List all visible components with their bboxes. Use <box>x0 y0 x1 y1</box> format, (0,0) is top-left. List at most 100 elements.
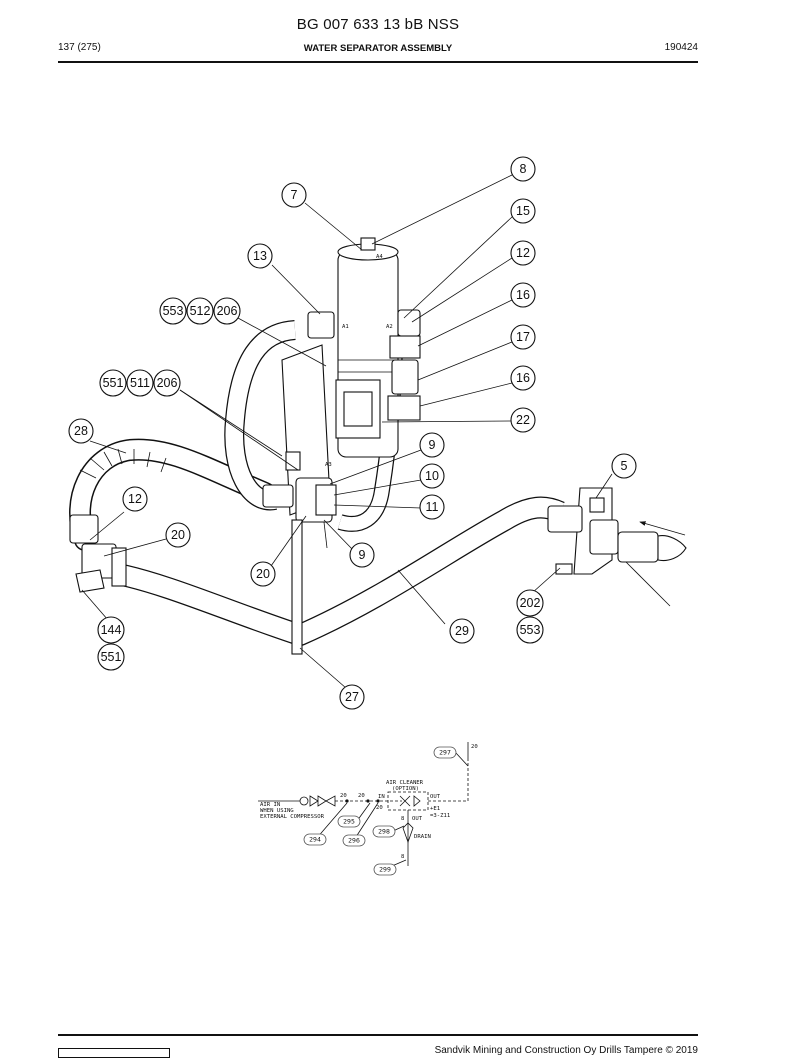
air-cleaner-label: AIR CLEANER <box>386 780 424 786</box>
svg-text:16: 16 <box>516 288 530 302</box>
callout-8: 8 <box>510 156 536 182</box>
svg-text:296: 296 <box>348 837 360 845</box>
svg-text:202: 202 <box>520 596 541 610</box>
svg-text:11: 11 <box>426 500 439 514</box>
svg-text:10: 10 <box>425 469 439 483</box>
pneumatic-schematic: AIR IN WHEN USING EXTERNAL COMPRESSOR 20… <box>258 742 478 876</box>
callout-206-top: 206 <box>213 297 241 325</box>
document-title: BG 007 633 13 bB NSS <box>296 16 460 33</box>
callout-9-upper: 9 <box>419 432 445 458</box>
callout-551-lower: 551 <box>97 643 125 671</box>
callout-202: 202 <box>516 589 544 617</box>
air-in-when-using: WHEN USING <box>260 808 294 814</box>
svg-text:9: 9 <box>359 548 366 562</box>
svg-text:16: 16 <box>516 371 530 385</box>
designation-z11: =3-Z11 <box>430 813 450 819</box>
size-8-b: 8 <box>401 854 405 860</box>
svg-text:12: 12 <box>128 492 142 506</box>
svg-text:144: 144 <box>101 623 122 637</box>
callout-551-top: 551 <box>99 369 127 397</box>
mark-a3: A3 <box>325 462 332 468</box>
out-label: OUT <box>430 794 441 800</box>
svg-text:15: 15 <box>516 204 530 218</box>
size-20-c: 20 <box>376 805 383 811</box>
svg-text:206: 206 <box>217 304 238 318</box>
footer-copyright: Sandvik Mining and Construction Oy Drill… <box>434 1045 698 1056</box>
svg-text:512: 512 <box>190 304 211 318</box>
tag-295: 295 <box>337 815 361 828</box>
callout-144: 144 <box>97 616 125 644</box>
page-number: 137 (275) <box>58 42 101 53</box>
size-20-b: 20 <box>358 793 365 799</box>
callout-10: 10 <box>419 463 445 489</box>
svg-text:297: 297 <box>439 749 451 757</box>
mark-a2: A2 <box>386 324 393 330</box>
svg-text:5: 5 <box>621 459 628 473</box>
callout-9-lower: 9 <box>349 542 375 568</box>
callout-16-mid: 16 <box>510 365 536 391</box>
drawing-art: A4 A3 A2 A1 <box>69 237 687 655</box>
svg-text:553: 553 <box>520 623 541 637</box>
leader-lines <box>81 174 613 689</box>
svg-text:29: 29 <box>455 624 469 638</box>
drain-label: DRAIN <box>414 834 431 840</box>
company-logo <box>58 1048 170 1058</box>
svg-text:553: 553 <box>163 304 184 318</box>
callout-13: 13 <box>247 243 273 269</box>
svg-text:8: 8 <box>520 162 527 176</box>
svg-text:17: 17 <box>516 330 530 344</box>
svg-text:551: 551 <box>103 376 124 390</box>
callout-16-top: 16 <box>510 282 536 308</box>
svg-text:299: 299 <box>379 866 391 874</box>
callout-12-left: 12 <box>122 486 148 512</box>
svg-text:27: 27 <box>345 690 359 704</box>
callout-511: 511 <box>126 369 154 397</box>
svg-text:20: 20 <box>256 567 270 581</box>
callout-11: 11 <box>419 494 445 520</box>
tag-297: 297 <box>433 746 457 759</box>
svg-text:12: 12 <box>516 246 530 260</box>
callout-20-left: 20 <box>165 522 191 548</box>
svg-text:22: 22 <box>516 413 530 427</box>
callout-28: 28 <box>68 418 94 444</box>
svg-text:294: 294 <box>309 836 321 844</box>
callout-553-right: 553 <box>516 616 544 644</box>
size-20-d: 20 <box>471 744 478 750</box>
callout-512: 512 <box>186 297 214 325</box>
callout-206-mid: 206 <box>153 369 181 397</box>
callout-15: 15 <box>510 198 536 224</box>
callout-22: 22 <box>510 407 536 433</box>
out2-label: OUT <box>412 816 423 822</box>
svg-text:13: 13 <box>253 249 267 263</box>
document-date: 190424 <box>664 42 698 53</box>
size-20-a: 20 <box>340 793 347 799</box>
in-label: IN <box>378 794 385 800</box>
callout-553-top: 553 <box>159 297 187 325</box>
mark-a1: A1 <box>342 324 349 330</box>
tag-294: 294 <box>303 833 327 846</box>
svg-text:551: 551 <box>101 650 122 664</box>
callout-12-top: 12 <box>510 240 536 266</box>
mark-a4: A4 <box>376 254 383 260</box>
footer-rule <box>58 1034 698 1036</box>
svg-text:28: 28 <box>74 424 88 438</box>
callout-7: 7 <box>281 182 307 208</box>
section-title: WATER SEPARATOR ASSEMBLY <box>303 43 453 54</box>
designation-e1: +E1 <box>430 806 440 812</box>
svg-text:20: 20 <box>171 528 185 542</box>
svg-text:7: 7 <box>291 188 298 202</box>
tag-296: 296 <box>342 834 366 847</box>
callout-27: 27 <box>339 684 365 710</box>
callout-17: 17 <box>510 324 536 350</box>
air-in-label: AIR IN <box>260 802 280 808</box>
svg-text:206: 206 <box>157 376 178 390</box>
svg-text:9: 9 <box>429 438 436 452</box>
svg-text:295: 295 <box>343 818 355 826</box>
svg-text:511: 511 <box>130 376 150 390</box>
callout-29: 29 <box>449 618 475 644</box>
air-in-external: EXTERNAL COMPRESSOR <box>260 814 325 820</box>
header-rule <box>58 61 698 63</box>
svg-text:298: 298 <box>378 828 390 836</box>
tag-299: 299 <box>373 863 397 876</box>
